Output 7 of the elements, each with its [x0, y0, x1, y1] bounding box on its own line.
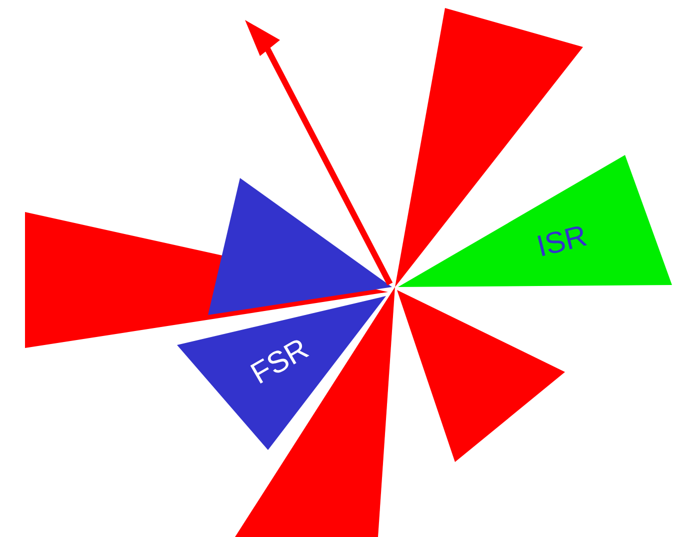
cone-shape: [177, 296, 386, 450]
region-label: FSR: [246, 334, 314, 390]
region-label: ISR: [534, 221, 590, 263]
cone-shape: [397, 290, 565, 462]
cone-shape: [235, 287, 395, 537]
cone-shape: [208, 178, 392, 315]
cone-shape: [398, 155, 672, 287]
